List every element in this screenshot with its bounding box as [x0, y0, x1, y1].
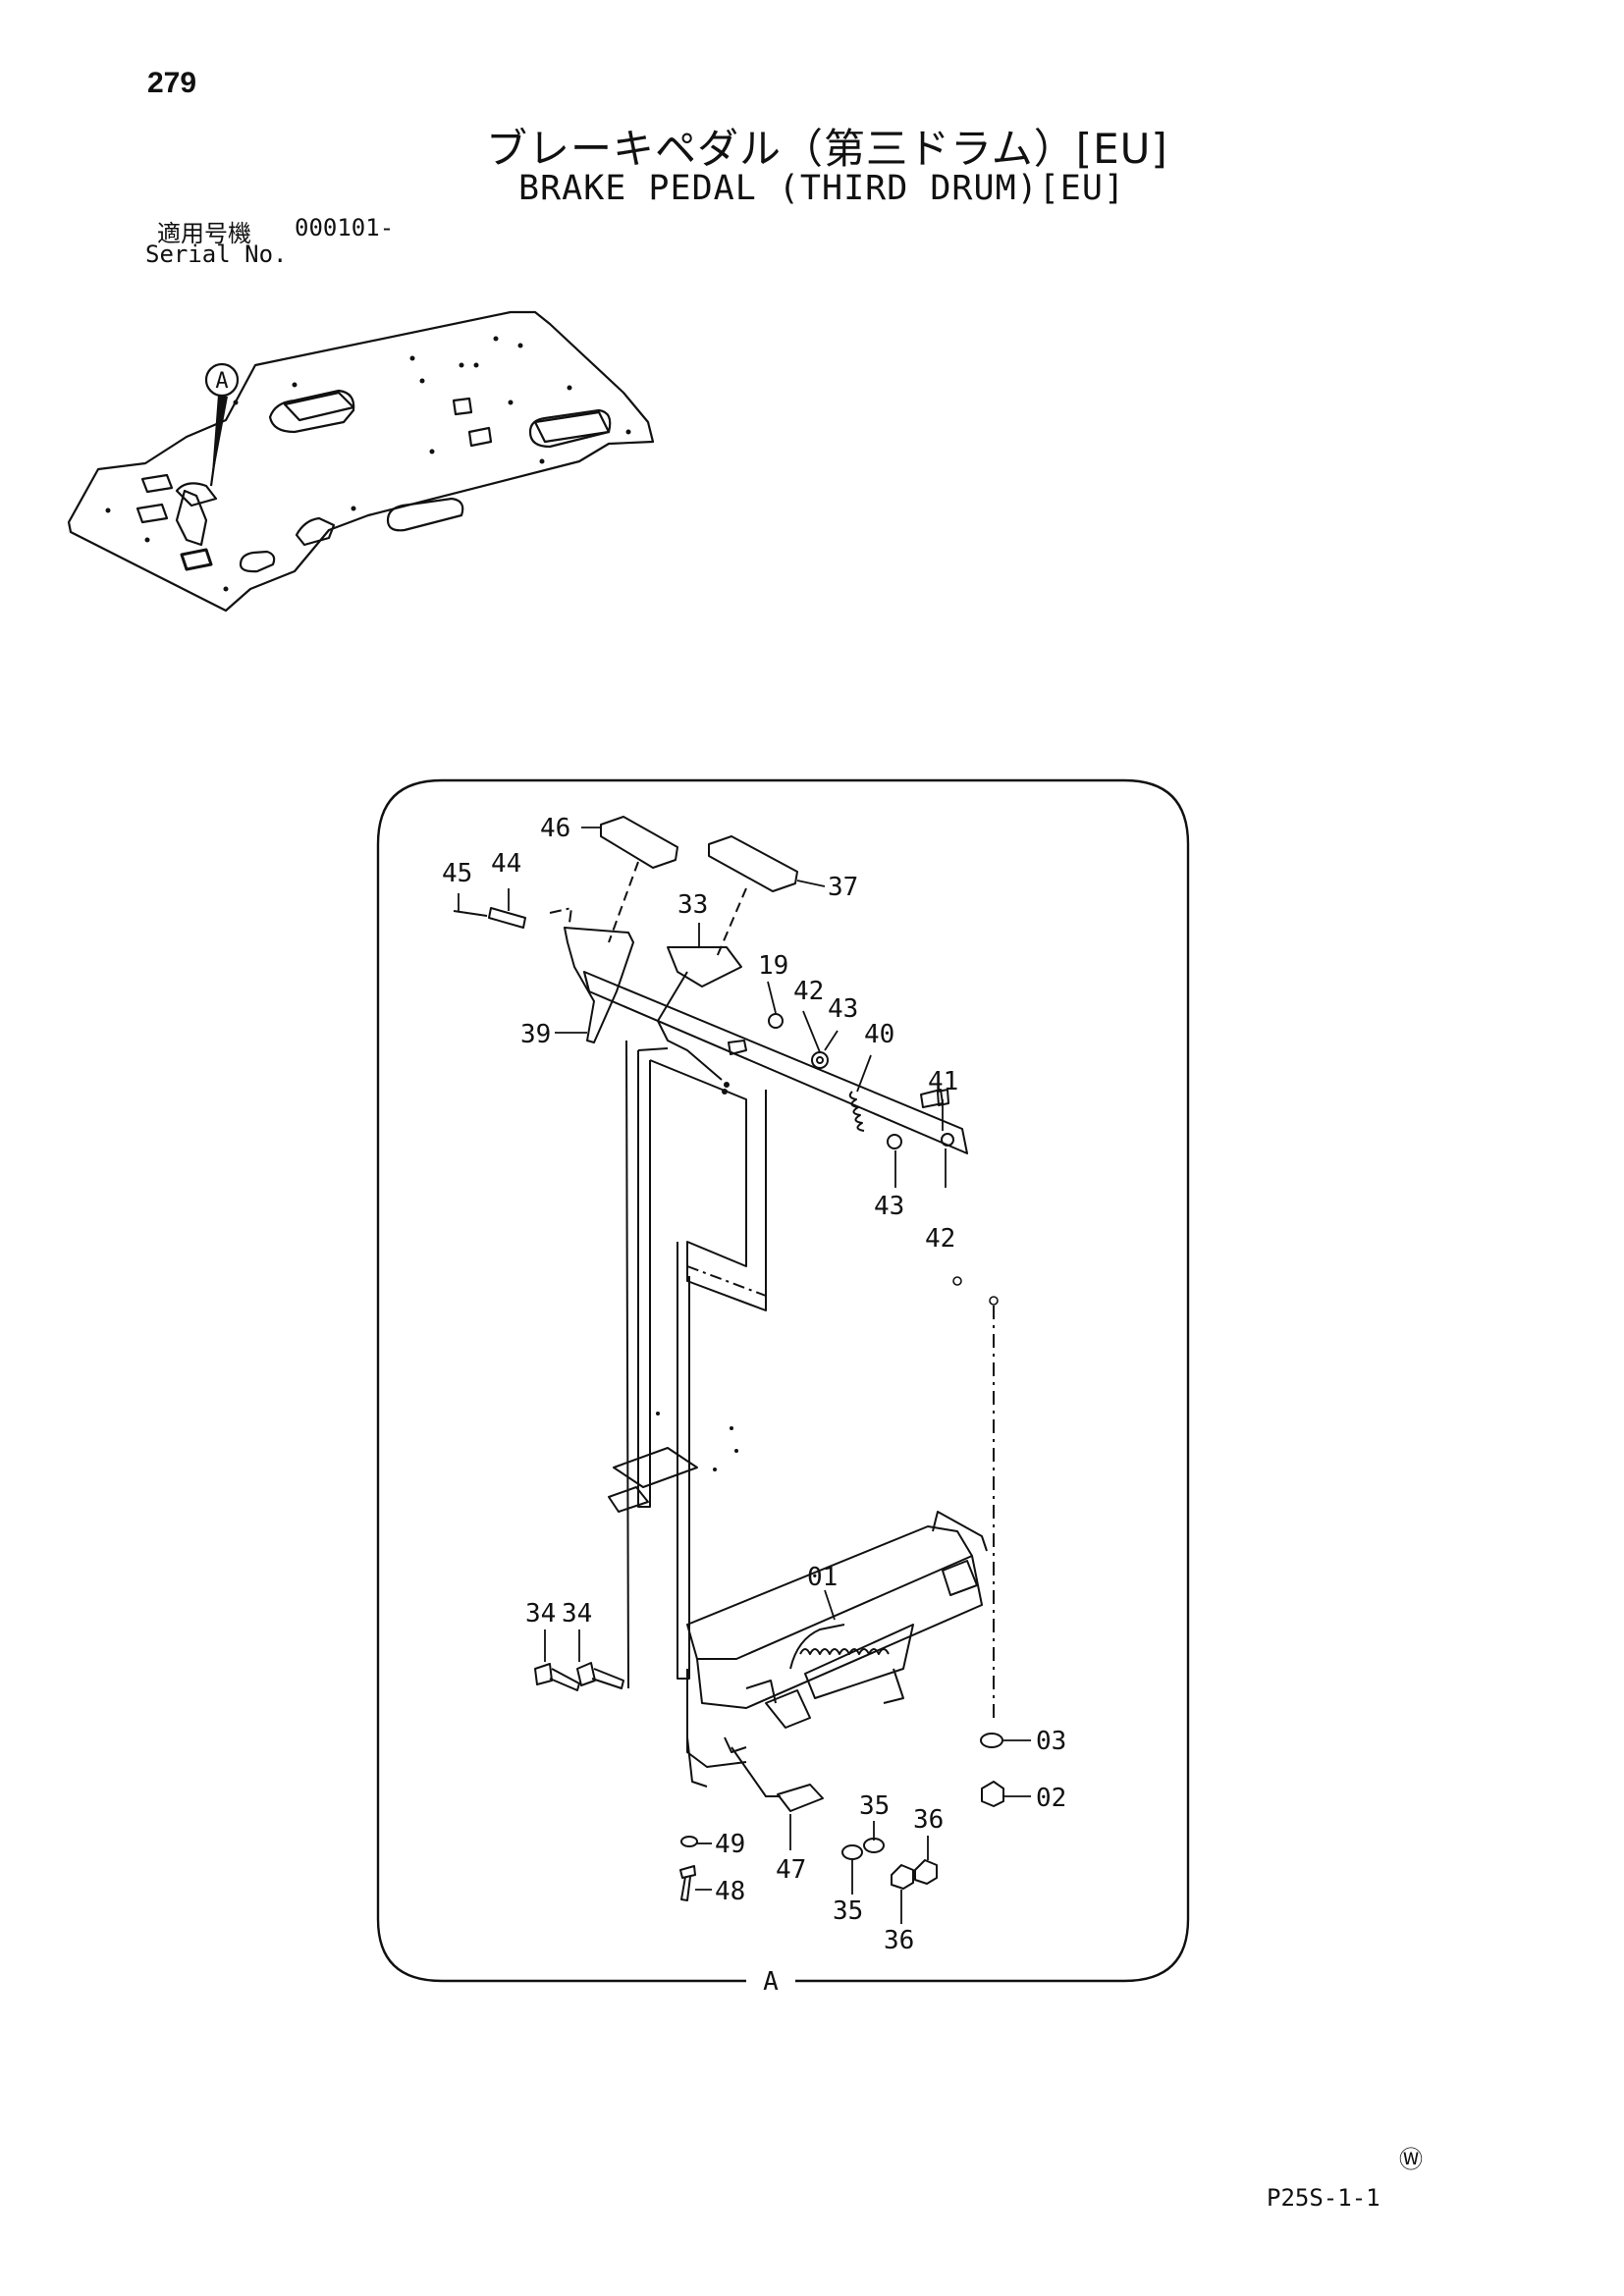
- serial-label-japanese: 適用号機: [157, 220, 251, 247]
- page-number: 279: [147, 67, 197, 99]
- callout-35-upper: 35: [859, 1791, 890, 1821]
- callout-36-lower: 36: [884, 1926, 914, 1955]
- serial-value: 000101-: [295, 214, 395, 241]
- callout-03: 03: [1036, 1727, 1066, 1756]
- callout-33: 33: [677, 890, 708, 920]
- callout-42-upper: 42: [793, 977, 824, 1006]
- callout-35-lower: 35: [833, 1896, 863, 1926]
- serial-label-english: Serial No.: [145, 240, 288, 268]
- callout-43-lower: 43: [874, 1192, 904, 1221]
- callout-02: 02: [1036, 1784, 1066, 1813]
- callout-43-upper: 43: [828, 994, 858, 1024]
- callout-46: 46: [540, 814, 570, 843]
- callout-34-left: 34: [525, 1599, 556, 1629]
- title-japanese: ブレーキペダル（第三ドラム）[EU]: [486, 125, 1168, 173]
- callout-34-right: 34: [562, 1599, 592, 1629]
- callout-01: 01: [807, 1563, 838, 1592]
- overview-callout-label: A: [215, 369, 228, 394]
- callout-49: 49: [715, 1830, 745, 1859]
- callout-36-upper: 36: [913, 1805, 944, 1835]
- callout-44: 44: [491, 849, 521, 879]
- callout-40: 40: [864, 1020, 894, 1049]
- callout-45: 45: [442, 859, 472, 888]
- callout-39: 39: [520, 1020, 551, 1049]
- title-english: BRAKE PEDAL (THIRD DRUM)[EU]: [518, 169, 1126, 208]
- view-a-label: A: [763, 1967, 779, 1997]
- callout-37: 37: [828, 873, 858, 902]
- callout-19: 19: [758, 951, 788, 981]
- callout-47: 47: [776, 1855, 806, 1885]
- page-code: P25S-1-1: [1267, 2184, 1380, 2212]
- callout-48: 48: [715, 1877, 745, 1906]
- watermark-logo-icon: Ⓦ: [1399, 2146, 1423, 2173]
- callout-42-lower: 42: [925, 1224, 955, 1254]
- callout-41: 41: [928, 1067, 958, 1096]
